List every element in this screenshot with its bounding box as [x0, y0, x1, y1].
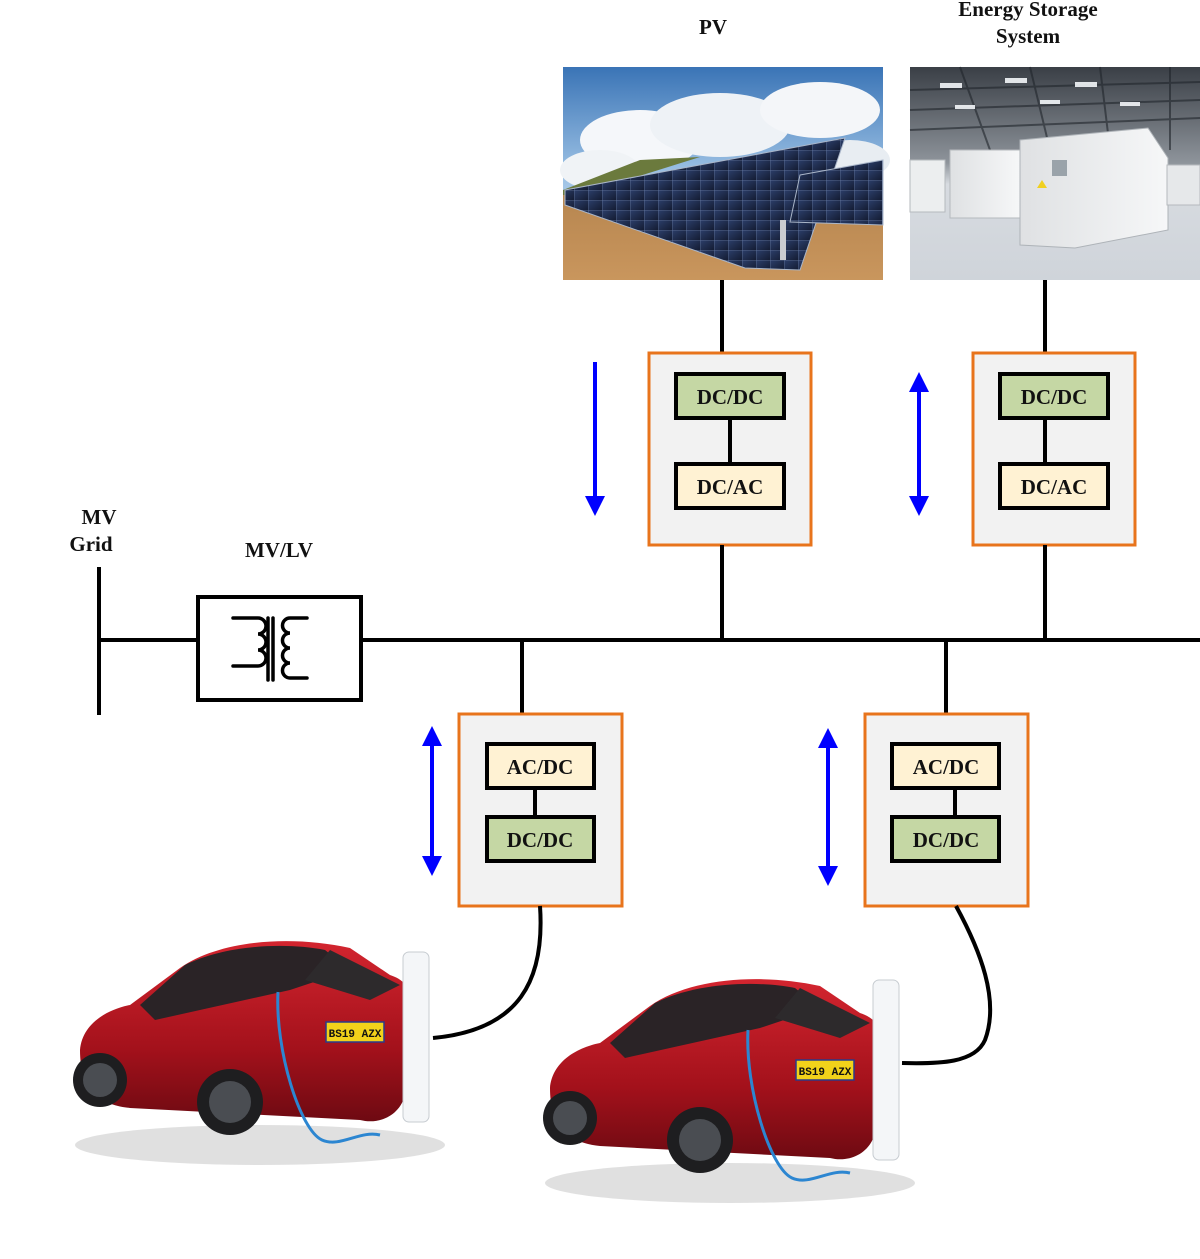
- pv-dcdc-label: DC/DC: [697, 385, 764, 409]
- ev2-acdc-block: [890, 742, 1001, 790]
- transformer-icon: [231, 616, 309, 682]
- ev1-plate-text: BS19 AZX: [329, 1029, 382, 1041]
- ev1-license-plate: [325, 1021, 385, 1043]
- mv-grid-label-line2: Grid: [69, 532, 112, 556]
- ev1-converter[interactable]: AC/DC DC/DC: [457, 712, 624, 908]
- ev2-car-image: BS19 AZX: [543, 979, 915, 1203]
- ev2-acdc-label: AC/DC: [913, 755, 980, 779]
- ev1-car-image: BS19 AZX: [73, 941, 445, 1165]
- ev1-dcdc-block: [485, 815, 596, 863]
- ess-dcac-label: DC/AC: [1021, 475, 1088, 499]
- ess-dcdc-label: DC/DC: [1021, 385, 1088, 409]
- pv-dcac-block: [674, 462, 786, 510]
- pv-dcac-label: DC/AC: [697, 475, 764, 499]
- transformer-label: MV/LV: [245, 538, 313, 562]
- ev1-dcdc-label: DC/DC: [507, 828, 574, 852]
- ev2-plate-text: BS19 AZX: [799, 1067, 852, 1079]
- ess-label-line2: System: [996, 24, 1061, 48]
- ev2-converter[interactable]: AC/DC DC/DC: [863, 712, 1030, 908]
- ess-converter[interactable]: DC/DC DC/AC: [971, 351, 1137, 547]
- ev2-dcdc-label: DC/DC: [913, 828, 980, 852]
- pv-image: [560, 67, 890, 280]
- ess-dcac-block: [998, 462, 1110, 510]
- ev2-dcdc-block: [890, 815, 1001, 863]
- transformer[interactable]: [196, 595, 363, 702]
- ess-label-line1: Energy Storage: [958, 0, 1097, 21]
- ev1-acdc-label: AC/DC: [507, 755, 574, 779]
- mv-grid-label-line1: MV: [82, 505, 117, 529]
- ev2-charging-cable: [901, 905, 993, 1066]
- pv-dcdc-block: [674, 372, 786, 420]
- ev2-license-plate: [795, 1059, 855, 1081]
- ess-dcdc-block: [998, 372, 1110, 420]
- transformer-box: [196, 595, 363, 702]
- pv-label: PV: [699, 15, 727, 39]
- ev1-charging-cable: [432, 905, 543, 1040]
- ess-image: [909, 66, 1200, 280]
- pv-converter[interactable]: DC/DC DC/AC: [647, 351, 813, 547]
- ev1-acdc-block: [485, 742, 596, 790]
